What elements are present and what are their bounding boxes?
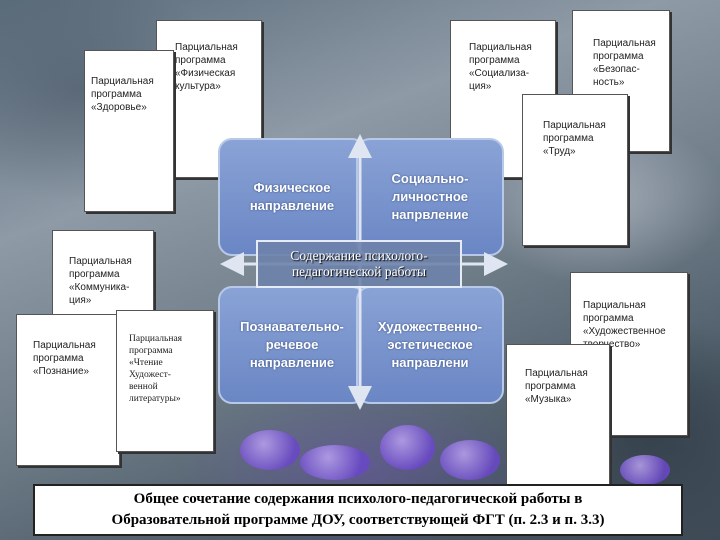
program-card-chtenie: Парциальная программа «Чтение Художест- … bbox=[116, 310, 214, 452]
program-label: Парциальная программа «Познание» bbox=[33, 339, 96, 378]
program-label: Парциальная программа «Чтение Художест- … bbox=[129, 333, 182, 405]
center-box: Содержание психолого- педагогической раб… bbox=[256, 240, 462, 288]
program-card-poznanie: Парциальная программа «Познание» bbox=[16, 314, 120, 466]
program-card-muzyka: Парциальная программа «Музыка» bbox=[506, 344, 610, 486]
footer-caption: Общее сочетание содержания психолого-пед… bbox=[33, 484, 683, 536]
program-label: Парциальная программа «Музыка» bbox=[525, 367, 588, 406]
program-label: Парциальная программа «Коммуника- ция» bbox=[69, 255, 132, 307]
footer-text: Общее сочетание содержания психолого-пед… bbox=[112, 489, 605, 531]
center-title: Содержание психолого- педагогической раб… bbox=[290, 248, 427, 280]
